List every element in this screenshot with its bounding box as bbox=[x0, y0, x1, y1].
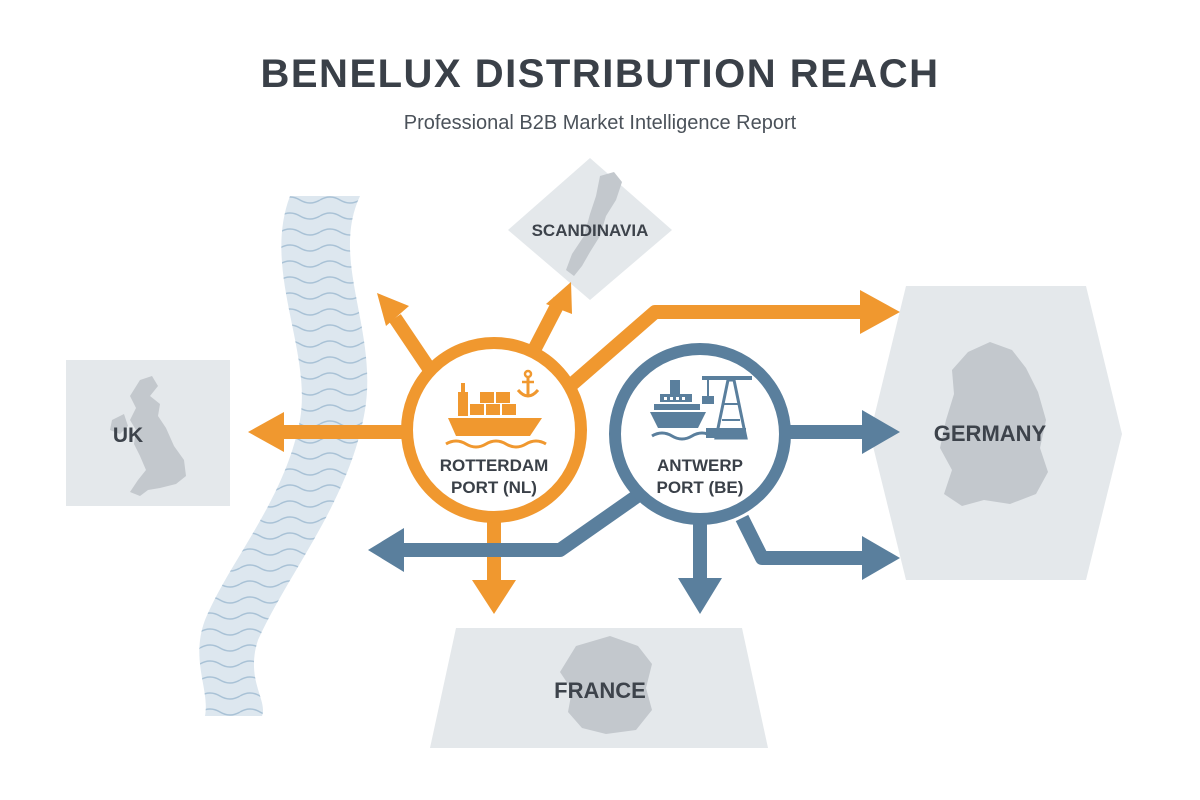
arrowhead-germany bbox=[860, 290, 900, 334]
region-label-germany: GERMANY bbox=[934, 421, 1047, 446]
route-antwerp-southeast bbox=[735, 514, 862, 565]
scandinavia-silhouette-icon bbox=[566, 172, 622, 276]
arrowhead-southeast bbox=[862, 536, 900, 580]
route-rotterdam-germany bbox=[565, 305, 860, 392]
arrowhead-northwest bbox=[377, 293, 409, 326]
antwerp-port-name: ANTWERP bbox=[657, 456, 743, 475]
germany-silhouette-icon bbox=[940, 342, 1048, 506]
region-france: FRANCE bbox=[430, 628, 768, 748]
rotterdam-port-country: PORT (NL) bbox=[451, 478, 537, 497]
rotterdam-port-hub: ROTTERDAM PORT (NL) bbox=[401, 337, 587, 523]
arrowhead-france-blue bbox=[678, 578, 722, 614]
cargo-ship-anchor-icon bbox=[445, 369, 547, 449]
arrowhead-uk bbox=[248, 412, 284, 452]
route-rotterdam-scandinavia bbox=[525, 296, 567, 358]
region-label-uk: UK bbox=[113, 424, 143, 447]
arrowhead-scandinavia bbox=[546, 282, 572, 314]
arrowhead-france bbox=[472, 580, 516, 614]
antwerp-routes bbox=[400, 425, 862, 580]
antwerp-arrowheads bbox=[368, 410, 900, 614]
uk-silhouette-icon bbox=[130, 376, 186, 496]
region-label-scandinavia: SCANDINAVIA bbox=[532, 221, 649, 240]
region-label-france: FRANCE bbox=[554, 678, 646, 703]
rotterdam-port-name: ROTTERDAM bbox=[440, 456, 549, 475]
rotterdam-arrowheads bbox=[248, 282, 900, 614]
france-silhouette-icon bbox=[560, 636, 652, 734]
antwerp-port-country: PORT (BE) bbox=[657, 478, 744, 497]
antwerp-port-hub: ANTWERP PORT (BE) bbox=[609, 343, 791, 525]
region-scandinavia: SCANDINAVIA bbox=[508, 158, 672, 300]
route-antwerp-west bbox=[400, 488, 645, 557]
region-uk: UK bbox=[66, 360, 230, 506]
route-rotterdam-northwest bbox=[389, 314, 436, 374]
page-subtitle: Professional B2B Market Intelligence Rep… bbox=[403, 112, 797, 134]
ship-crane-icon bbox=[650, 376, 752, 441]
arrowhead-germany-blue bbox=[862, 410, 900, 454]
region-germany: GERMANY bbox=[870, 286, 1122, 580]
page-title: BENELUX DISTRIBUTION REACH bbox=[260, 52, 940, 96]
arrowhead-west bbox=[368, 528, 404, 572]
